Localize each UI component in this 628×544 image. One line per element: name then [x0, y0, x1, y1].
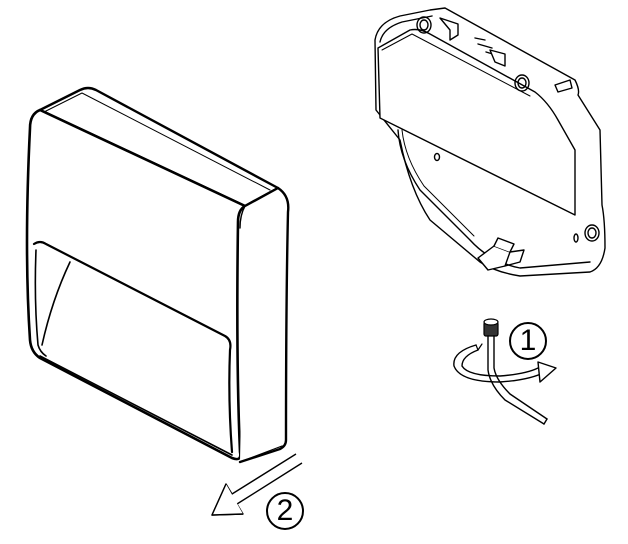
- step-1-label: 1: [509, 322, 547, 360]
- step-2-label: 2: [266, 492, 304, 530]
